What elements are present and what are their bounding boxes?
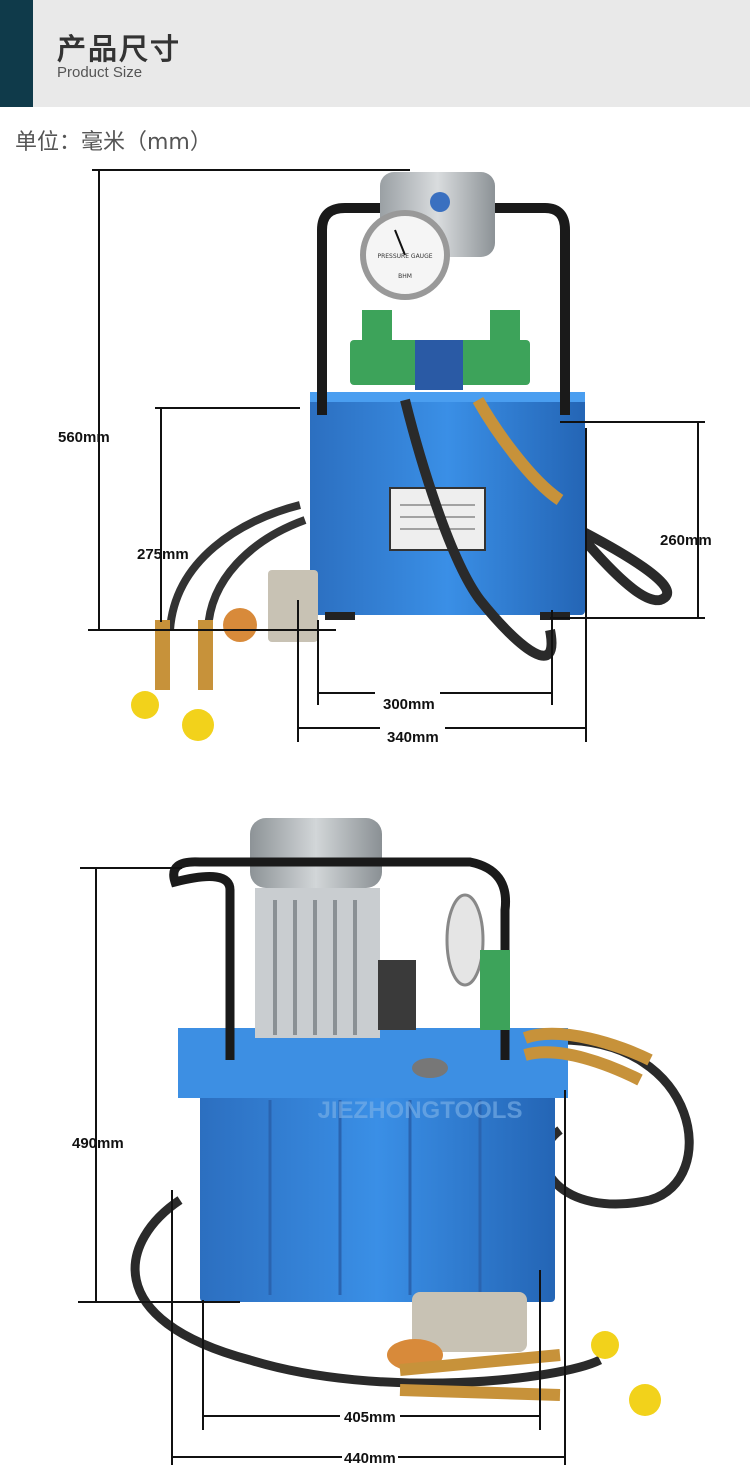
dimension-lines (88, 169, 705, 742)
foot-pedal (268, 570, 318, 642)
tank-feet (325, 612, 355, 620)
section-subtitle: Product Size (57, 64, 143, 81)
foot-pedal-side (412, 1292, 527, 1352)
dim-height-total: 560mm (58, 429, 110, 446)
dim-width-inner: 300mm (383, 696, 435, 713)
header-accent-bar (0, 0, 33, 107)
section-title: 产品尺寸 (57, 32, 182, 66)
gauge-text: PRESSURE GAUGE (377, 253, 432, 260)
hose-left-1 (166, 501, 301, 631)
oil-tank-side (200, 1032, 555, 1302)
dim-height-tank: 275mm (137, 546, 189, 563)
frame-handle-side (169, 857, 511, 1060)
side-view-figure: JIEZHONGTOOLS 490mm 405mm 440mm (72, 818, 694, 1467)
dim-height-total-side: 490mm (72, 1135, 124, 1152)
watermark: JIEZHONGTOOLS (318, 1097, 523, 1124)
coupler-left (155, 620, 170, 690)
coupler-yellow-1 (591, 1331, 619, 1359)
front-hose (400, 398, 557, 661)
dim-width-outer: 340mm (387, 729, 439, 746)
dim-width-inner-side: 405mm (344, 1409, 396, 1426)
unit-label: 单位：毫米（mm） (15, 130, 212, 155)
dim-width-outer-side: 440mm (344, 1450, 396, 1467)
pressure-gauge-side (445, 893, 485, 987)
dimension-lines-side (78, 867, 566, 1465)
dim-height-side: 260mm (660, 532, 712, 549)
gauge-brand: BHM (398, 273, 412, 280)
section-header: 产品尺寸 Product Size (0, 0, 750, 107)
front-view-figure: PRESSURE GAUGE BHM 560mm 275mm 260mm 300… (58, 169, 712, 746)
motor-side (250, 818, 382, 888)
hose-left-2 (204, 516, 307, 631)
plug (223, 608, 257, 642)
